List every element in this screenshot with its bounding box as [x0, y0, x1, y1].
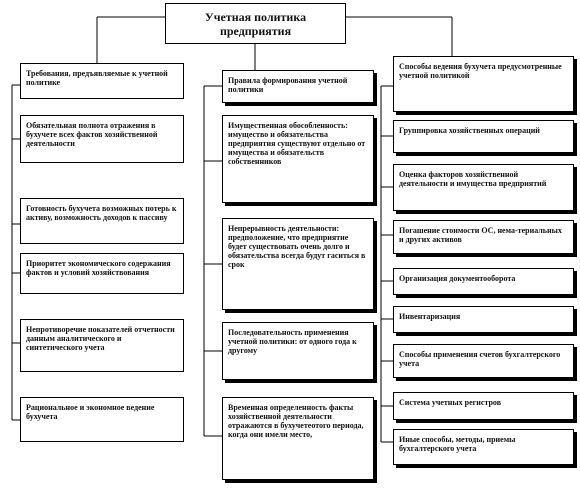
column-3-item-3-text: Погашение стоимости ОС, нема-териальных … [399, 226, 562, 244]
column-2-item-2-text: Непрерывность деятельности: предположени… [228, 224, 366, 269]
column-3-item-5: Инвентаризация [393, 306, 574, 333]
column-1-item-4-text: Непротиворечие показателей отчетности да… [26, 325, 175, 352]
diagram-title: Учетная политика предприятия [165, 3, 346, 44]
column-3-header-text: Способы ведения бухучета предусмотренные… [399, 62, 562, 80]
column-1-header: Требования, предъявляемые к учетной поли… [20, 63, 184, 99]
column-3-item-2: Оценка факторов хозяйственной деятельнос… [393, 164, 574, 211]
column-1-item-5-text: Рациональное и экономное ведение бухучет… [26, 403, 155, 421]
column-2-item-1-text: Имущественная обособленность: имущество … [228, 121, 366, 166]
column-3-item-8-text: Иные способы, методы, приемы бухгалтерск… [399, 435, 516, 453]
column-3-item-4-text: Организация документооборота [399, 274, 516, 283]
column-1-item-2-text: Готовность бухучета возможных потерь к а… [26, 204, 177, 222]
column-1-item-3: Приоритет экономического содержания факт… [20, 253, 184, 294]
column-3-item-8: Иные способы, методы, приемы бухгалтерск… [393, 429, 574, 465]
column-3-item-4: Организация документооборота [393, 268, 574, 295]
column-3-item-3: Погашение стоимости ОС, нема-териальных … [393, 220, 574, 254]
column-2-item-4: Временная определенность факты хозяйстве… [222, 397, 374, 480]
column-3-item-2-text: Оценка факторов хозяйственной деятельнос… [399, 170, 547, 188]
column-2-header-text: Правила формирования учетной политики [228, 76, 348, 94]
column-3-item-6-text: Способы применения счетов бухгалтерского… [399, 350, 561, 368]
column-1-item-5: Рациональное и экономное ведение бухучет… [20, 397, 184, 442]
column-2-item-4-text: Временная определенность факты хозяйстве… [228, 403, 364, 439]
column-3-item-1: Группировка хозяйственных операций [393, 120, 574, 153]
column-1-header-text: Требования, предъявляемые к учетной поли… [26, 69, 168, 87]
column-1-item-3-text: Приоритет экономического содержания факт… [26, 259, 171, 277]
column-2-item-3-text: Последовательность применения учетной по… [228, 328, 357, 355]
column-3-item-1-text: Группировка хозяйственных операций [399, 126, 540, 135]
column-2-item-3: Последовательность применения учетной по… [222, 322, 374, 380]
column-3-item-7: Система учетных регистров [393, 392, 574, 420]
column-2-item-1: Имущественная обособленность: имущество … [222, 115, 374, 203]
column-1-item-4: Непротиворечие показателей отчетности да… [20, 319, 184, 372]
column-1-item-1: Обязательная полнота отражения в бухучет… [20, 115, 184, 163]
column-3-item-7-text: Система учетных регистров [399, 398, 502, 407]
column-1-item-2: Готовность бухучета возможных потерь к а… [20, 198, 184, 244]
column-3-item-6: Способы применения счетов бухгалтерского… [393, 344, 574, 378]
column-2-item-2: Непрерывность деятельности: предположени… [222, 218, 374, 310]
column-2-header: Правила формирования учетной политики [222, 70, 374, 103]
column-1-item-1-text: Обязательная полнота отражения в бухучет… [26, 121, 158, 148]
column-3-item-5-text: Инвентаризация [399, 312, 461, 321]
diagram-title-text: Учетная политика предприятия [204, 10, 307, 38]
column-3-header: Способы ведения бухучета предусмотренные… [393, 56, 574, 112]
